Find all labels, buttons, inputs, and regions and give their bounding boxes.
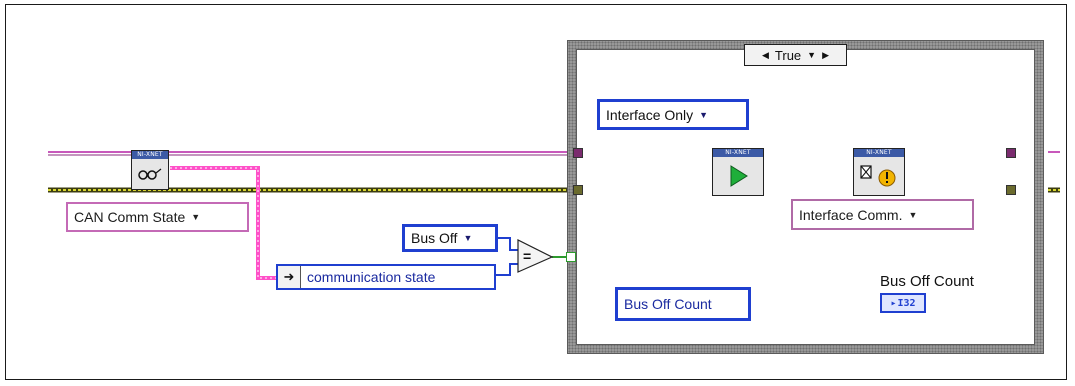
comm-state-wire-pattern <box>170 167 276 279</box>
interface-only-ring[interactable]: Interface Only ▼ <box>597 99 749 130</box>
bus-off-count-indicator-label: Bus Off Count <box>880 273 974 290</box>
comm-state-to-equal-wire <box>496 263 518 276</box>
case-dropdown-icon[interactable]: ▼ <box>807 50 817 60</box>
session-tunnel-in <box>573 148 583 158</box>
dropdown-icon[interactable]: ▼ <box>191 212 201 222</box>
equal-node-shape <box>517 239 554 273</box>
equal-node-label: = <box>523 248 532 264</box>
property-node-icon <box>132 159 168 189</box>
bus-off-wire <box>498 237 518 251</box>
error-status-vi[interactable]: NI-XNET <box>853 148 905 196</box>
interface-comm-ring-label: Interface Comm. <box>799 206 903 223</box>
decrement-case-icon[interactable]: ◀ <box>761 49 769 60</box>
start-icon <box>713 157 763 195</box>
communication-state-label: communication state <box>307 269 436 285</box>
interface-only-ring-label: Interface Only <box>606 106 694 123</box>
bus-off-count-local-label: Bus Off Count <box>624 296 712 312</box>
indicator-arrow-icon: ▸ <box>890 297 897 309</box>
bus-off-count-indicator[interactable]: ▸ I32 <box>880 293 926 313</box>
bus-off-count-local[interactable]: Bus Off Count <box>615 287 751 321</box>
i32-type-label: I32 <box>897 297 916 309</box>
error-clear-icon <box>854 157 904 195</box>
property-node[interactable]: NI-XNET <box>131 150 169 190</box>
communication-state-unbundle[interactable]: ➜ communication state <box>276 264 496 290</box>
vi-header: NI-XNET <box>713 149 763 157</box>
case-selector-value: True <box>774 47 802 63</box>
vi-header: NI-XNET <box>132 151 168 159</box>
comm-state-ring[interactable]: CAN Comm State ▼ <box>66 202 249 232</box>
error-tunnel-in <box>573 185 583 195</box>
unbundle-arrow-icon: ➜ <box>278 266 301 288</box>
session-tunnel-out <box>1006 148 1016 158</box>
bus-off-ring[interactable]: Bus Off ▼ <box>402 224 498 252</box>
start-vi[interactable]: NI-XNET <box>712 148 764 196</box>
bus-off-ring-label: Bus Off <box>411 230 458 246</box>
vi-header: NI-XNET <box>854 149 904 157</box>
dropdown-icon[interactable]: ▼ <box>908 209 918 220</box>
comm-state-ring-label: CAN Comm State <box>74 209 186 225</box>
case-selector[interactable]: ◀ True ▼ ▶ <box>744 44 847 66</box>
error-tunnel-out <box>1006 185 1016 195</box>
case-selector-terminal <box>566 252 576 262</box>
dropdown-icon[interactable]: ▼ <box>463 233 473 243</box>
dropdown-icon[interactable]: ▼ <box>699 109 709 120</box>
interface-comm-ring[interactable]: Interface Comm. ▼ <box>791 199 974 230</box>
increment-case-icon[interactable]: ▶ <box>822 49 829 60</box>
